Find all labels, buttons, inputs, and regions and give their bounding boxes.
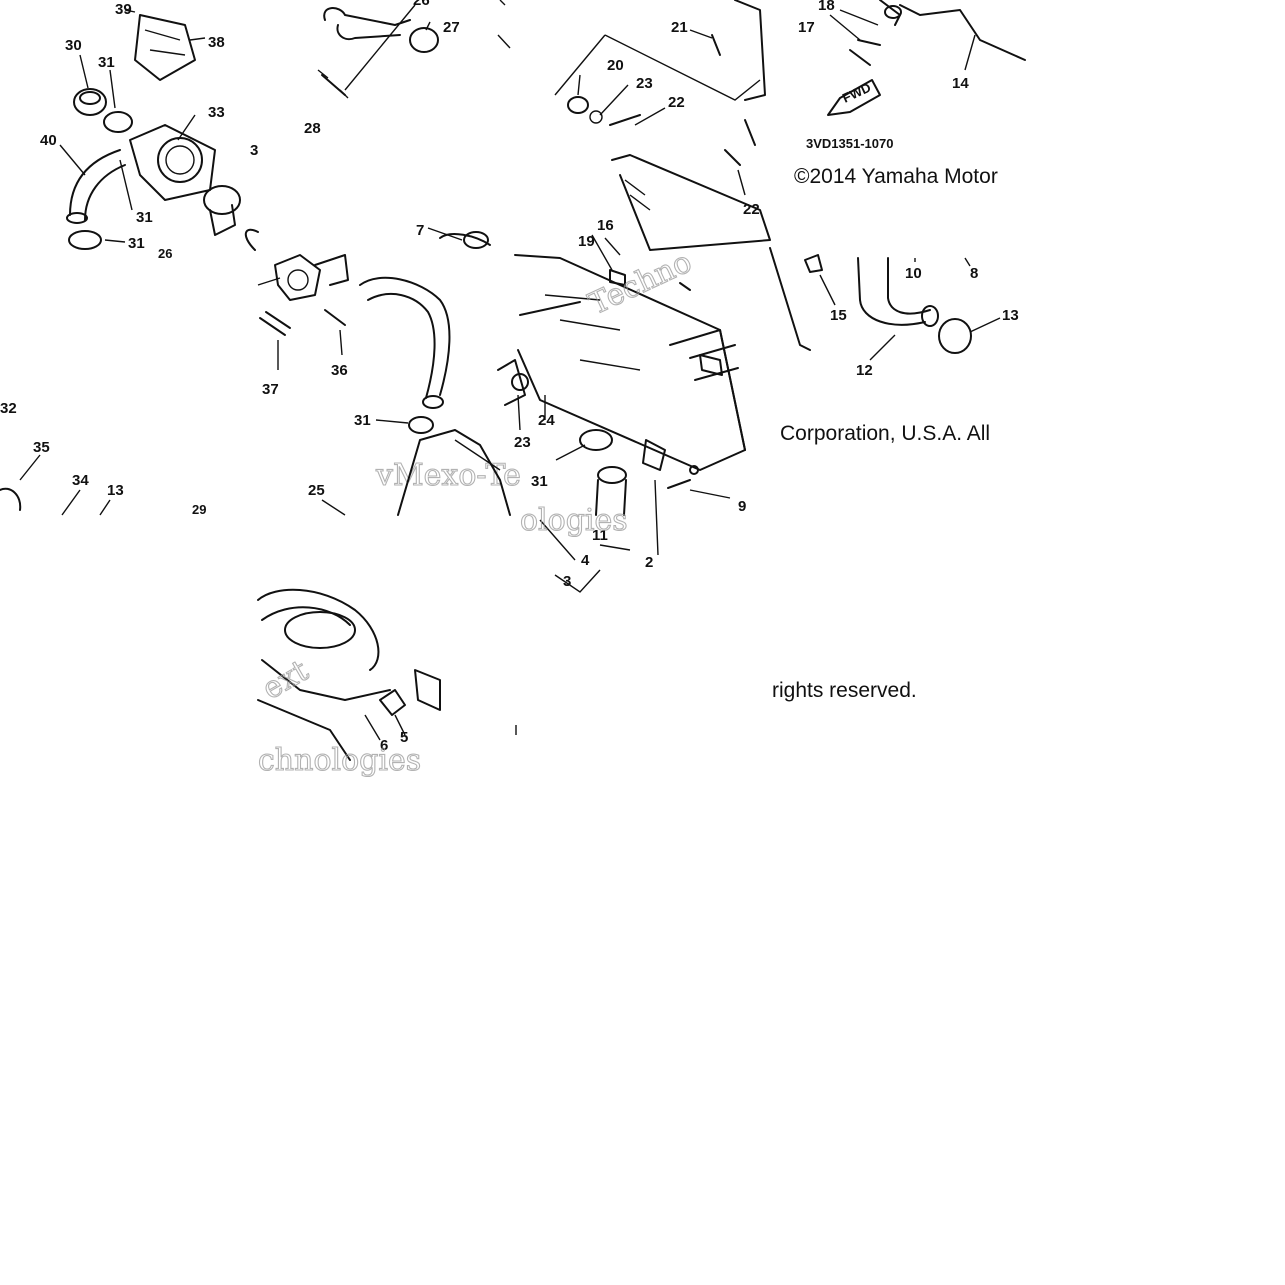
callout-11: 11 (592, 527, 608, 544)
callout-25: 25 (308, 482, 325, 499)
callout-36: 36 (331, 362, 348, 379)
callout-10: 10 (905, 265, 922, 282)
callout-19: 19 (578, 233, 595, 250)
upper-hose-group: 26 27 28 (304, 0, 511, 137)
watermark-text-4: chnologies (258, 743, 421, 778)
callout-3: 3 (563, 573, 571, 590)
callout-7: 7 (416, 222, 424, 239)
callout-35: 35 (33, 439, 50, 456)
callout-34: 34 (72, 472, 89, 489)
callout-40: 40 (40, 132, 57, 149)
callout-21: 21 (671, 19, 688, 36)
copyright-line-2: Corporation, U.S.A. All (780, 422, 990, 445)
callout-18: 18 (818, 0, 835, 14)
callout-30: 30 (65, 37, 82, 54)
watermark-text-3: ologies (520, 503, 628, 538)
watermark-text-2: Techno (584, 244, 698, 322)
callout-27: 27 (443, 19, 460, 36)
callout-13b: 13 (107, 482, 124, 499)
callout-6: 6 (380, 737, 388, 754)
callout-29: 29 (192, 502, 206, 517)
callout-31e: 31 (531, 473, 548, 490)
callout-31d: 31 (354, 412, 371, 429)
lower-hose-group: 10 8 15 13 12 Corporation, U.S.A. All ri… (769, 247, 1019, 702)
callout-22: 22 (668, 94, 685, 111)
callout-2: 2 (645, 554, 653, 571)
callout-39: 39 (115, 1, 132, 18)
callout-17: 17 (798, 19, 815, 36)
copyright-line-1: ©2014 Yamaha Motor (794, 165, 998, 188)
callout-26-partial: 26 (158, 246, 172, 261)
callout-37: 37 (262, 381, 279, 398)
callout-22b: 22 (743, 201, 760, 218)
callout-16: 16 (597, 217, 614, 234)
callout-24: 24 (538, 412, 555, 429)
callout-8: 8 (970, 265, 978, 282)
watermark-text: vMexo-Te (375, 458, 521, 493)
copyright-line-3: rights reserved. (772, 679, 917, 702)
callout-4: 4 (581, 552, 590, 569)
radiator-group: 16 19 24 23 31 11 9 4 2 3 Techno ologies (497, 217, 746, 593)
callout-5: 5 (400, 729, 408, 746)
callout-20: 20 (607, 57, 624, 74)
callout-23: 23 (636, 75, 653, 92)
callout-26: 26 (413, 0, 430, 9)
callout-33: 33 (208, 104, 225, 121)
callout-31c: 31 (128, 235, 145, 252)
callout-15: 15 (830, 307, 847, 324)
water-pump-group: 7 37 36 31 25 32 35 34 13 29 vMexo-Te (0, 222, 521, 517)
thermostat-housing-group: 39 38 30 31 33 3 40 31 31 26 (40, 1, 258, 261)
callout-28: 28 (304, 120, 321, 137)
callout-34-partial: 3 (250, 142, 258, 159)
callout-23b: 23 (514, 434, 531, 451)
fan-shroud-group: 6 5 chnologies ext (256, 588, 517, 779)
callout-38: 38 (208, 34, 225, 51)
side-cover-group: FWD 18 17 14 3VD1351-1070 ©2014 Yamaha M… (794, 0, 1026, 188)
callout-9: 9 (738, 498, 746, 515)
callout-32: 32 (0, 400, 17, 417)
callout-12: 12 (856, 362, 873, 379)
part-code: 3VD1351-1070 (806, 136, 893, 151)
callout-31b: 31 (136, 209, 153, 226)
callout-14: 14 (952, 75, 969, 92)
callout-13: 13 (1002, 307, 1019, 324)
callout-31: 31 (98, 54, 115, 71)
radiator-shroud-bolts: 21 20 23 22 22 (554, 0, 771, 251)
